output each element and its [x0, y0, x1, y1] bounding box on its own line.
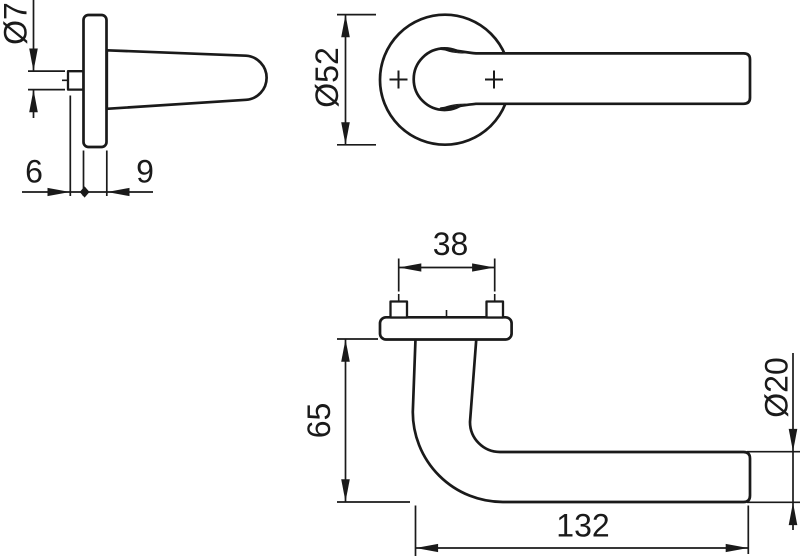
arrow-up-icon [341, 339, 350, 362]
arrow-left-icon [107, 187, 130, 197]
screw-center-mark-right-icon [485, 70, 503, 89]
arrow-down-icon [29, 48, 38, 72]
arrow-up-icon [788, 502, 798, 526]
neck-cusp-top [441, 48, 467, 54]
lever-front-outline [439, 47, 752, 110]
dim-d52-label: Ø52 [309, 47, 345, 107]
screw-center-mark-left-icon [389, 70, 408, 89]
arrow-up-icon [341, 14, 350, 38]
dim-6-9: 6 9 [22, 95, 154, 198]
arrow-down-icon [341, 122, 350, 145]
dim-lever-diameter: Ø20 [747, 353, 800, 530]
lever-front-fill [441, 48, 750, 109]
dim-d20-label: Ø20 [759, 357, 795, 417]
arrow-right-icon [47, 187, 70, 197]
arrow-down-icon [788, 428, 798, 452]
dim-spindle-diameter: Ø7 [0, 0, 65, 118]
diamond-tick-icon [79, 186, 90, 198]
dim-65-label: 65 [301, 403, 337, 439]
rose-side [82, 13, 108, 149]
front-view: Ø52 [309, 13, 752, 147]
dim-lines [337, 338, 410, 503]
neck-cusp-bottom [441, 103, 467, 109]
dim-overall-length: 132 [414, 505, 750, 556]
dim-9-label: 9 [136, 154, 154, 190]
profile-view: 38 65 Ø20 132 [301, 226, 800, 556]
arrow-up-icon [29, 89, 38, 113]
dim-132-label: 132 [556, 508, 609, 544]
screw-left [389, 300, 409, 319]
dim-screw-spacing: 38 [397, 226, 496, 292]
dim-d7-label: Ø7 [0, 2, 34, 45]
dim-lines [397, 258, 496, 292]
arrow-down-icon [341, 479, 350, 502]
rose-plate-profile [378, 315, 513, 341]
side-view: Ø7 6 9 [0, 0, 268, 198]
dim-rose-diameter: Ø52 [309, 13, 376, 146]
screw-right [485, 300, 505, 319]
grip-side [105, 48, 268, 111]
arrow-left-icon [415, 543, 439, 553]
handle-profile-outline [411, 337, 752, 504]
dim-neck-height: 65 [301, 338, 410, 503]
dim-6-label: 6 [25, 154, 43, 190]
dim-38-label: 38 [433, 226, 469, 262]
arrow-right-icon [725, 543, 749, 553]
arrow-right-icon [472, 263, 495, 272]
dim-lines [414, 505, 750, 556]
spindle-side [66, 70, 85, 91]
arrow-left-icon [398, 263, 422, 272]
